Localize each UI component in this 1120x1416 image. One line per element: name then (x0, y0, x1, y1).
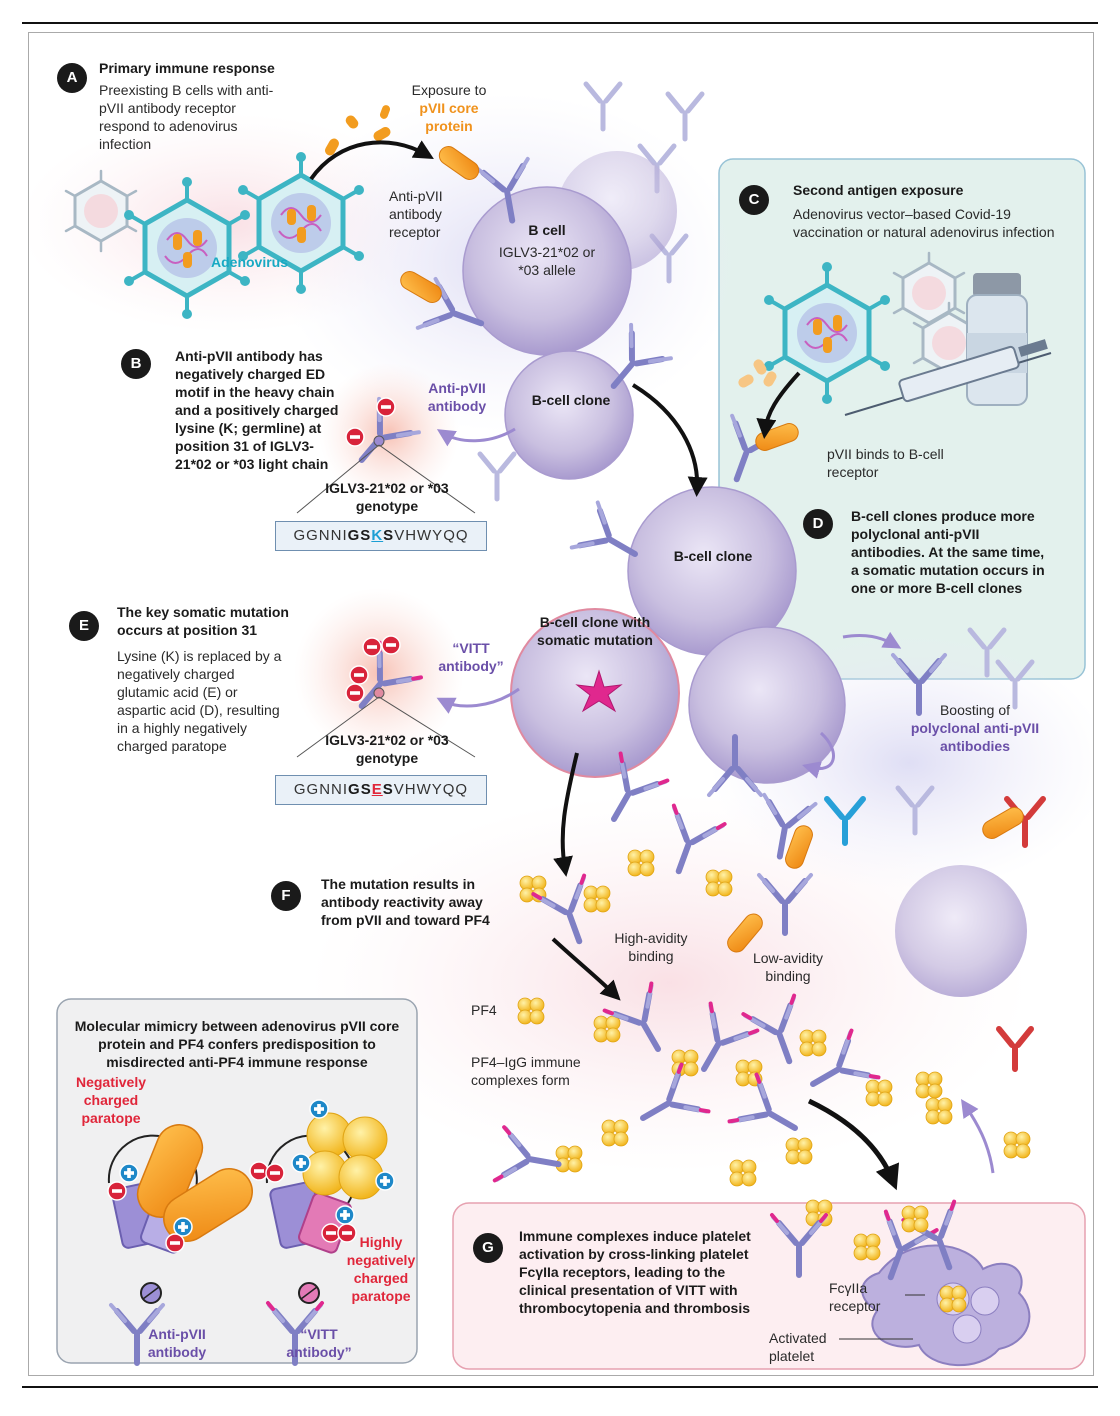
negative-charge-icon (381, 635, 401, 655)
panel-e-genotype: IGLV3-21*02 or *03 genotype (325, 732, 449, 766)
vaccine-vial-icon (966, 273, 1028, 406)
seq-bold-2: S (383, 527, 395, 544)
seq-pre: GGNNI (293, 527, 348, 544)
panel-a-text: Preexisting B cells with anti-pVII antib… (99, 82, 274, 152)
panel-e-title: The key somatic mutation occurs at posit… (117, 604, 289, 638)
mutated-clone-label: B-cell clone with somatic mutation (537, 614, 653, 648)
red-antibody-icon-2 (996, 1026, 1034, 1072)
zoom-lines-e (296, 696, 476, 758)
negative-charge-icon (376, 397, 396, 417)
boosting-label: Boosting of (939, 702, 1011, 718)
figure-frame: A Primary immune response Preexisting B … (28, 32, 1094, 1376)
bcell-title: B cell (528, 222, 566, 238)
bcell-clone-label-2: B-cell clone (673, 548, 753, 564)
panel-f-text: The mutation results in antibody reactiv… (321, 876, 490, 928)
position-31-mutated-marker (373, 687, 385, 699)
panel-g-badge: G (473, 1233, 503, 1263)
anti-pvii-receptor-label: Anti-pVII antibody receptor (389, 188, 443, 240)
immune-complex-label: PF4–IgG immune complexes form (471, 1054, 581, 1088)
panel-b-antibody-glow (319, 363, 459, 503)
platelet-arrow (807, 1098, 900, 1191)
pvii-fragments-icon (325, 105, 391, 156)
bottom-rule (22, 1386, 1098, 1388)
mutation-flow-arrow (553, 752, 579, 877)
pvii-binds-label: pVII binds to B-cell receptor (827, 446, 944, 480)
bcell-clone-1 (504, 350, 634, 480)
bcell-clone-3 (688, 626, 846, 784)
seq-glutamate: E (371, 781, 383, 798)
antibody-release-arrow (436, 427, 516, 447)
panel-b-text: Anti-pVII antibody has negatively charge… (175, 348, 339, 472)
exposure-label: Exposure to (411, 82, 487, 98)
negative-charge-icon (362, 637, 382, 657)
complex-glow (309, 793, 1029, 1173)
activated-platelet-icon (861, 1244, 1031, 1367)
second-exposure-arrow (756, 371, 801, 439)
high-avidity-label: High-avidity binding (614, 930, 688, 964)
panel-b-sequence-box: GGNNIGSKSVHWYQQ (275, 521, 487, 551)
pvii-free-icons (738, 359, 777, 388)
faint-antibody-icon (668, 94, 702, 139)
blue-antibody-icon (824, 796, 866, 846)
vitt-antibody-label: “VITT antibody” (438, 640, 504, 674)
seq-post: VHWYQQ (394, 527, 469, 544)
polyclonal-label: polyclonal anti-pVII antibodies (910, 720, 1040, 754)
panel-b-badge: B (121, 349, 151, 379)
seq-lysine: K (371, 527, 384, 544)
panel-c-text: Adenovirus vector–based Covid-19 vaccina… (793, 206, 1055, 240)
mimicry-vitt-label: “VITT antibody” (286, 1326, 352, 1360)
zoom-lines (296, 444, 476, 514)
faint-antibody-icon (480, 454, 514, 499)
pvii-core-protein-label: pVII core protein (419, 100, 479, 134)
fcgamma-receptor-label: FcγIIa receptor (829, 1280, 881, 1314)
highly-negative-paratope-label: Highly negatively charged paratope (346, 1234, 416, 1304)
mimicry-anti-pvii-label: Anti-pVII antibody (147, 1326, 207, 1360)
boost-arrow (842, 631, 902, 649)
panel-f-badge: F (271, 881, 301, 911)
panel-d-text: B-cell clones produce more polyclonal an… (851, 508, 1045, 596)
seq-bold-1: GS (348, 781, 372, 798)
panel-g-text: Immune complexes induce platelet activat… (519, 1228, 751, 1316)
anti-pvii-paratope-illustration (107, 1124, 253, 1363)
illustration-canvas (29, 33, 1093, 1370)
position-31-marker (373, 435, 385, 447)
low-avidity-label: Low-avidity binding (752, 950, 824, 984)
anti-pvii-antibody-label: Anti-pVII antibody (427, 380, 487, 414)
mutation-star-icon (575, 669, 623, 713)
pf4-release-arrow (961, 1099, 995, 1174)
panel-e-sequence-box: GGNNIGSESVHWYQQ (275, 775, 487, 805)
top-rule (22, 22, 1098, 24)
pf4-label: PF4 (471, 1002, 497, 1018)
bcell-clone-label-1: B-cell clone (531, 392, 611, 408)
high-avidity-arrow (551, 937, 621, 1001)
negative-charge-icon (349, 665, 369, 685)
seq-pre: GGNNI (293, 781, 349, 798)
seq-bold-1: GS (347, 527, 372, 544)
panel-d-badge: D (803, 509, 833, 539)
panel-e-badge: E (69, 611, 99, 641)
vitt-paratope-illustration (249, 1099, 395, 1363)
panel-a-title: Primary immune response (99, 60, 275, 76)
syringe-icon (844, 339, 1052, 416)
panel-c-title: Second antigen exposure (793, 182, 964, 198)
adenovirus-label: Adenovirus (211, 254, 289, 270)
vitt-release-arrow (436, 687, 520, 714)
recycle-arrow (802, 731, 835, 779)
panel-b-genotype: IGLV3-21*02 or *03 genotype (325, 480, 449, 514)
negative-charge-icon (345, 427, 365, 447)
seq-bold-2: S (382, 781, 394, 798)
exposure-arrow (309, 140, 434, 181)
panel-a-badge: A (57, 63, 87, 93)
panel-c-badge: C (739, 185, 769, 215)
mimicry-title: Molecular mimicry between adenovirus pVI… (74, 1018, 400, 1070)
bcell-clone-4 (895, 865, 1027, 997)
clone-arrow (631, 383, 708, 497)
activated-platelet-label: Activated platelet (769, 1330, 827, 1364)
negative-charge-icon (345, 683, 365, 703)
seq-post: VHWYQQ (393, 781, 469, 798)
negative-paratope-label: Negatively charged paratope (75, 1074, 147, 1126)
panel-e-text: Lysine (K) is replaced by a negatively c… (117, 648, 282, 754)
bcell-allele-label: IGLV3-21*02 or *03 allele (498, 244, 596, 278)
